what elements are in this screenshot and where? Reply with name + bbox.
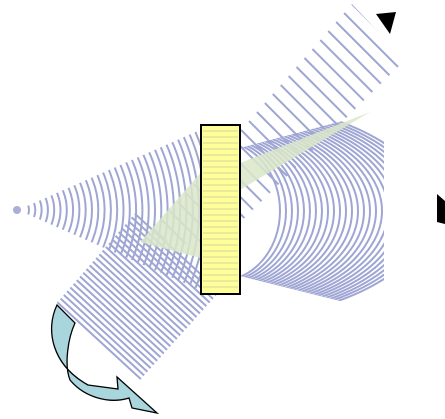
incident-wavefront — [0, 85, 142, 336]
point-source-icon — [13, 206, 21, 214]
incident-wavefront — [0, 167, 61, 254]
reflected-wavefront — [335, 0, 435, 87]
right-direction-arrow-icon — [437, 194, 445, 224]
incident-wavefront — [0, 78, 149, 341]
incident-wavefront — [0, 173, 54, 247]
upper-right-direction-arrow-icon — [376, 12, 396, 34]
glass-slab-icon — [201, 125, 240, 294]
incident-wavefront — [0, 154, 73, 266]
incident-wavefront — [0, 160, 67, 260]
